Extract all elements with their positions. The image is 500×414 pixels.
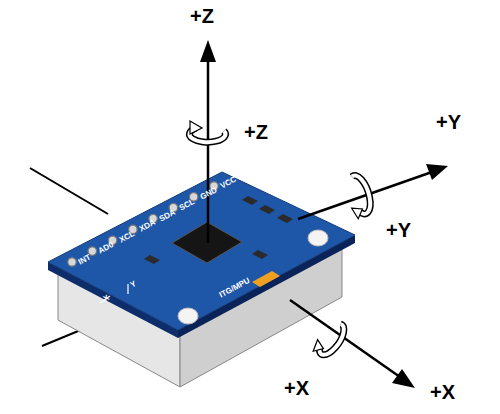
circuit-board [48, 172, 355, 330]
pin-label: SCL [179, 198, 197, 213]
axis-line [30, 168, 108, 214]
axis-label: +Y [436, 112, 461, 132]
y-axis [298, 172, 432, 219]
orange-component [252, 271, 280, 287]
arrow-head [392, 369, 415, 388]
axis-marking: Y [129, 280, 137, 290]
axis-label: +X [430, 382, 455, 402]
rotation-icon [311, 318, 349, 360]
arrow-head [200, 40, 216, 62]
axis-label: +Y [386, 220, 411, 240]
rotation-icon [189, 121, 225, 142]
pin-label: AD0 [97, 241, 115, 256]
x-axis [290, 300, 400, 377]
axis-label: +Z [190, 6, 214, 26]
pin-label: XCL [118, 230, 136, 245]
pin-label: INT [77, 253, 92, 266]
rotation-icon [342, 173, 375, 220]
arrow-head [426, 164, 448, 180]
pin-label: VCC [219, 176, 238, 191]
pin-label: GND [199, 186, 218, 201]
axis-label: +Z [244, 122, 268, 142]
pin-label: XDA [138, 219, 157, 234]
axis-label: +X [284, 378, 309, 398]
axis-marking [127, 284, 128, 294]
chip-marking: ITG/MPU [218, 277, 251, 300]
z-axis [207, 58, 210, 243]
smd-components [144, 196, 293, 264]
axis-marking: X [102, 294, 110, 304]
mounting-hole [308, 230, 328, 246]
mounting-hole [178, 308, 198, 324]
pin-label: SDA [158, 208, 177, 223]
